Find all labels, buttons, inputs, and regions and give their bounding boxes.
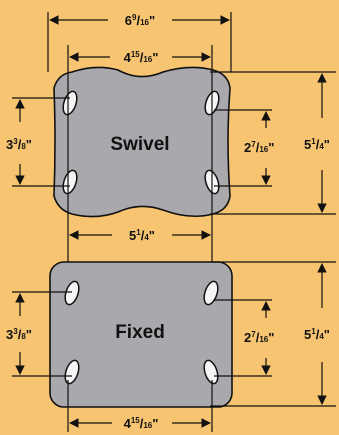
fixed-hole-bottom-right — [203, 359, 219, 385]
swivel-hole-bottom-left — [62, 169, 78, 195]
extension-lines — [12, 12, 336, 432]
swivel-hole-top-left — [62, 90, 78, 116]
dim-bottom-hole-spacing: 415/16" — [124, 416, 159, 431]
dim-swivel-hole-spacing: 415/16" — [124, 50, 159, 65]
swivel-mounting-holes — [62, 90, 220, 195]
swivel-label: Swivel — [110, 134, 169, 155]
fixed-label: Fixed — [115, 322, 165, 343]
fixed-hole-top-left — [64, 280, 80, 306]
dim-fixed-right-inner-height: 27/16" — [244, 330, 274, 345]
dim-swivel-right-outer-height: 51/4" — [304, 137, 330, 152]
dimension-arrows — [15, 15, 327, 428]
dim-fixed-right-outer-height: 51/4" — [304, 327, 330, 342]
fixed-mounting-holes — [64, 280, 219, 385]
dim-fixed-left-height: 33/8" — [6, 327, 32, 342]
dim-swivel-left-height: 33/8" — [6, 137, 32, 152]
fixed-plate — [49, 261, 233, 408]
dim-swivel-right-inner-height: 27/16" — [244, 140, 274, 155]
dim-top-overall-width: 69/16" — [125, 13, 155, 28]
dim-middle-width: 51/4" — [129, 228, 155, 243]
fixed-hole-top-right — [203, 280, 219, 306]
